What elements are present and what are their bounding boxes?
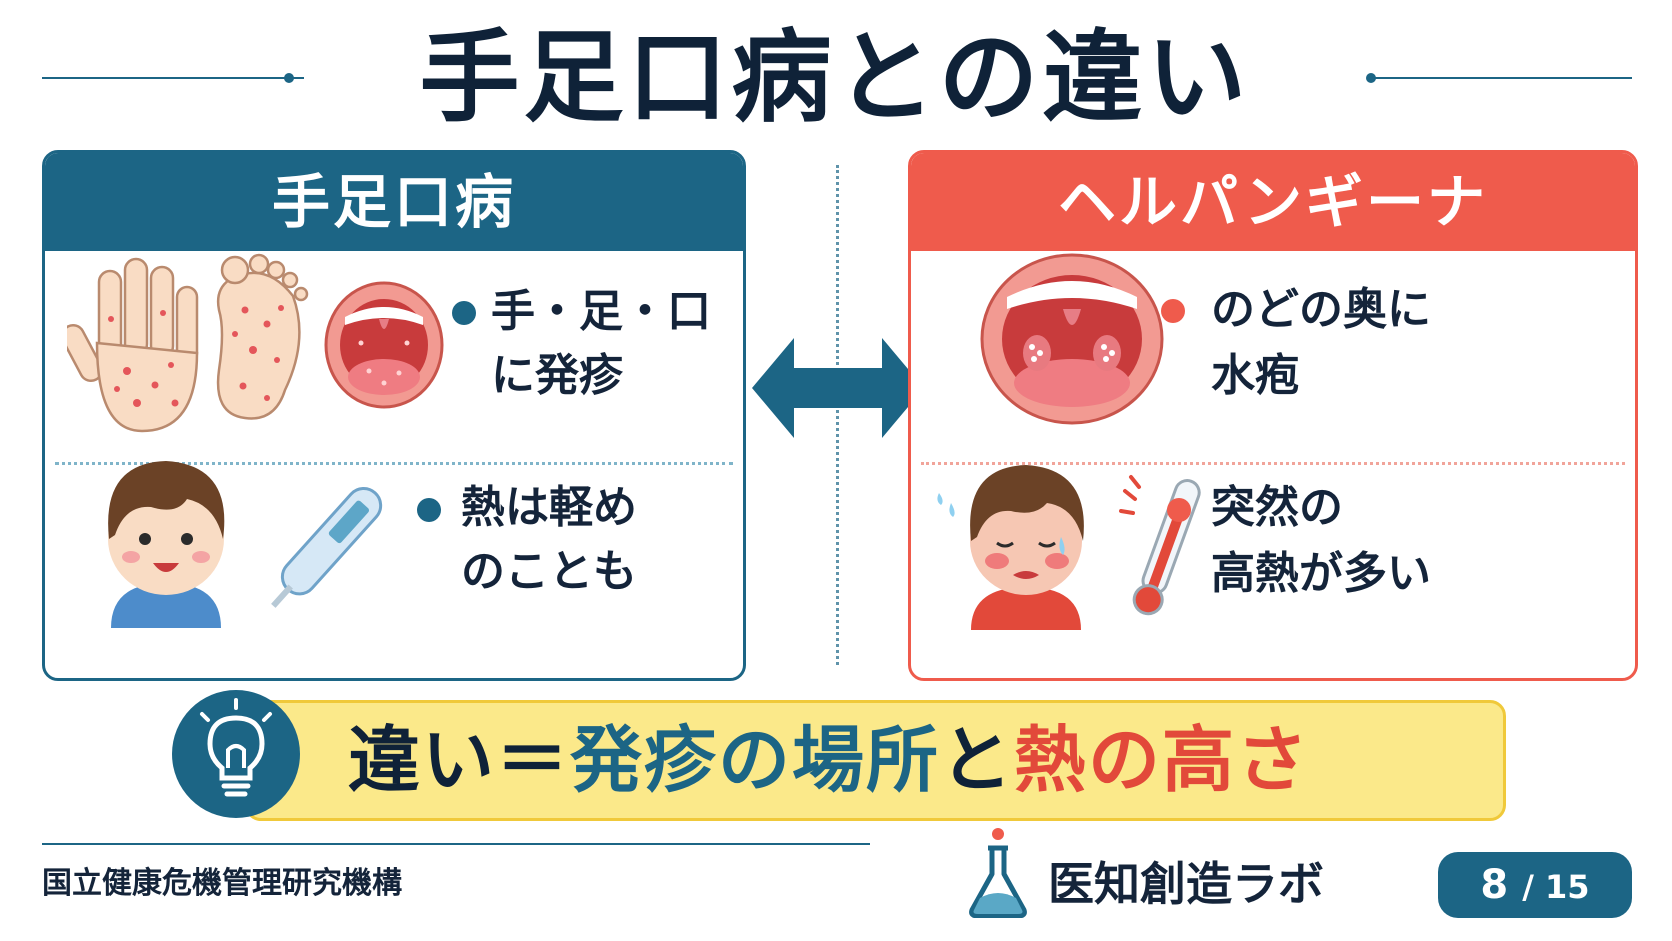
- happy-boy-icon: [108, 461, 225, 628]
- herpangina-panel: ヘルパンギーナ のどの奥に 水疱 突然: [908, 150, 1638, 681]
- summary-text: 違い＝発疹の場所と熱の高さ: [348, 705, 1310, 815]
- hfmd-header: 手足口病: [45, 153, 743, 251]
- summary-rash-location: 発疹の場所: [570, 718, 941, 802]
- hfmd-fever-line1: 熱は軽め: [461, 482, 637, 533]
- title-rule-dot-left: [284, 73, 294, 83]
- panel-divider: [55, 462, 733, 465]
- bullet-dot: [1161, 299, 1185, 323]
- feverish-boy-icon: [937, 465, 1084, 630]
- panel-divider: [921, 462, 1625, 465]
- herpangina-fever-line2: 高熱が多い: [1211, 548, 1431, 599]
- herpangina-symptom-line1: のどの奥に: [1211, 284, 1431, 335]
- page-total: / 15: [1522, 868, 1590, 906]
- summary-fever-level: 熱の高さ: [1014, 718, 1311, 802]
- title-rule-left: [42, 77, 304, 79]
- herpangina-fever-line1: 突然の: [1211, 482, 1343, 533]
- lightbulb-badge: [172, 690, 300, 818]
- summary-and: と: [940, 718, 1015, 802]
- thermometer-icon: [271, 487, 383, 608]
- source-credit: 国立健康危機管理研究機構: [42, 866, 402, 901]
- title-rule-right: [1372, 77, 1632, 79]
- footer-rule: [42, 843, 870, 845]
- page-current: 8: [1480, 862, 1509, 908]
- double-arrow-icon: [752, 338, 924, 438]
- title-rule-dot-right: [1366, 73, 1376, 83]
- brand-name: 医知創造ラボ: [1048, 857, 1324, 911]
- foot-rash-icon: [216, 253, 309, 420]
- page-title: 手足口病との違い: [419, 19, 1251, 136]
- throat-blisters-icon: [980, 253, 1164, 425]
- hfmd-panel: 手足口病: [42, 150, 746, 681]
- herpangina-header: ヘルパンギーナ: [911, 153, 1635, 251]
- summary-bar: [245, 700, 1506, 821]
- hfmd-fever-line2: のことも: [461, 546, 637, 597]
- hfmd-symptom-line1: 手・足・口: [491, 286, 711, 337]
- high-thermometer-icon: [1119, 475, 1201, 616]
- bullet-dot: [1167, 498, 1191, 522]
- bullet-dot: [417, 498, 441, 522]
- lightbulb-icon: [200, 698, 272, 797]
- hand-rash-icon: [67, 257, 199, 433]
- page-indicator: 8 / 15: [1438, 852, 1632, 918]
- summary-part1: 違い＝: [348, 718, 571, 802]
- mouth-rash-icon: [324, 281, 444, 409]
- hfmd-symptom-line2: に発疹: [491, 350, 623, 401]
- flask-icon: [969, 828, 1027, 918]
- herpangina-symptom-line2: 水疱: [1211, 350, 1299, 401]
- center-divider: [836, 165, 839, 665]
- bullet-dot: [452, 301, 476, 325]
